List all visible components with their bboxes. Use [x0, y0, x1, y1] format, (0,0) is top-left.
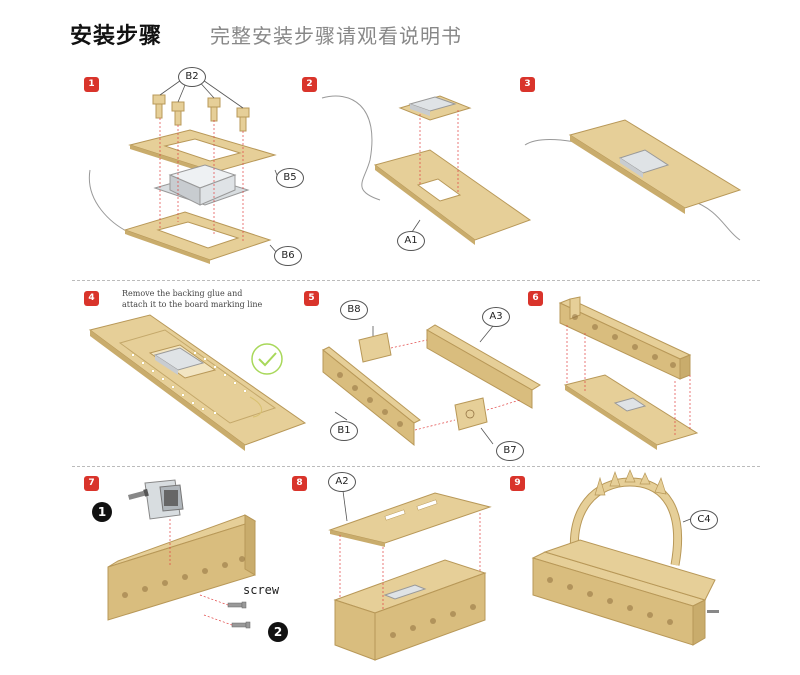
row-divider-1 — [72, 280, 760, 281]
part-label-b6: B6 — [274, 246, 302, 266]
step-badge-8: 8 — [292, 476, 307, 491]
step-badge-1: 1 — [84, 77, 99, 92]
step-6-illustration — [545, 295, 705, 455]
step-4-illustration — [85, 305, 315, 455]
checkmark-icon — [250, 342, 284, 376]
step-8-illustration — [325, 485, 500, 661]
page-subtitle: 完整安装步骤请观看说明书 — [210, 24, 462, 48]
part-label-a3: A3 — [482, 307, 510, 327]
step-5-illustration — [315, 300, 545, 460]
step-badge-5: 5 — [304, 291, 319, 306]
step-badge-4: 4 — [84, 291, 99, 306]
part-label-a2: A2 — [328, 472, 356, 492]
part-label-b8: B8 — [340, 300, 368, 320]
step-9-illustration — [525, 469, 735, 660]
step-7-substep-2-badge: 2 — [268, 622, 288, 642]
step-4-instruction-line-2: attach it to the board marking line — [122, 300, 263, 309]
step-1-illustration — [80, 60, 310, 275]
part-label-b2: B2 — [178, 67, 206, 87]
step-badge-2: 2 — [302, 77, 317, 92]
screw-label: screw — [243, 583, 280, 597]
step-7-illustration — [100, 475, 290, 645]
step-2-illustration — [310, 80, 532, 270]
step-badge-6: 6 — [528, 291, 543, 306]
part-label-b7: B7 — [496, 441, 524, 461]
step-7-substep-1-badge: 1 — [92, 502, 112, 522]
step-badge-7: 7 — [84, 476, 99, 491]
page-title: 安装步骤 — [70, 24, 163, 49]
part-label-b1: B1 — [330, 421, 358, 441]
step-4-instruction-line-1: Remove the backing glue and — [122, 289, 243, 298]
step-3-illustration — [520, 90, 760, 250]
row-divider-2 — [72, 466, 760, 467]
step-badge-3: 3 — [520, 77, 535, 92]
part-label-b5: B5 — [276, 168, 304, 188]
part-label-a1: A1 — [397, 231, 425, 251]
step-badge-9: 9 — [510, 476, 525, 491]
part-label-c4: C4 — [690, 510, 718, 530]
step-4-instruction: Remove the backing glue and attach it to… — [122, 288, 322, 310]
